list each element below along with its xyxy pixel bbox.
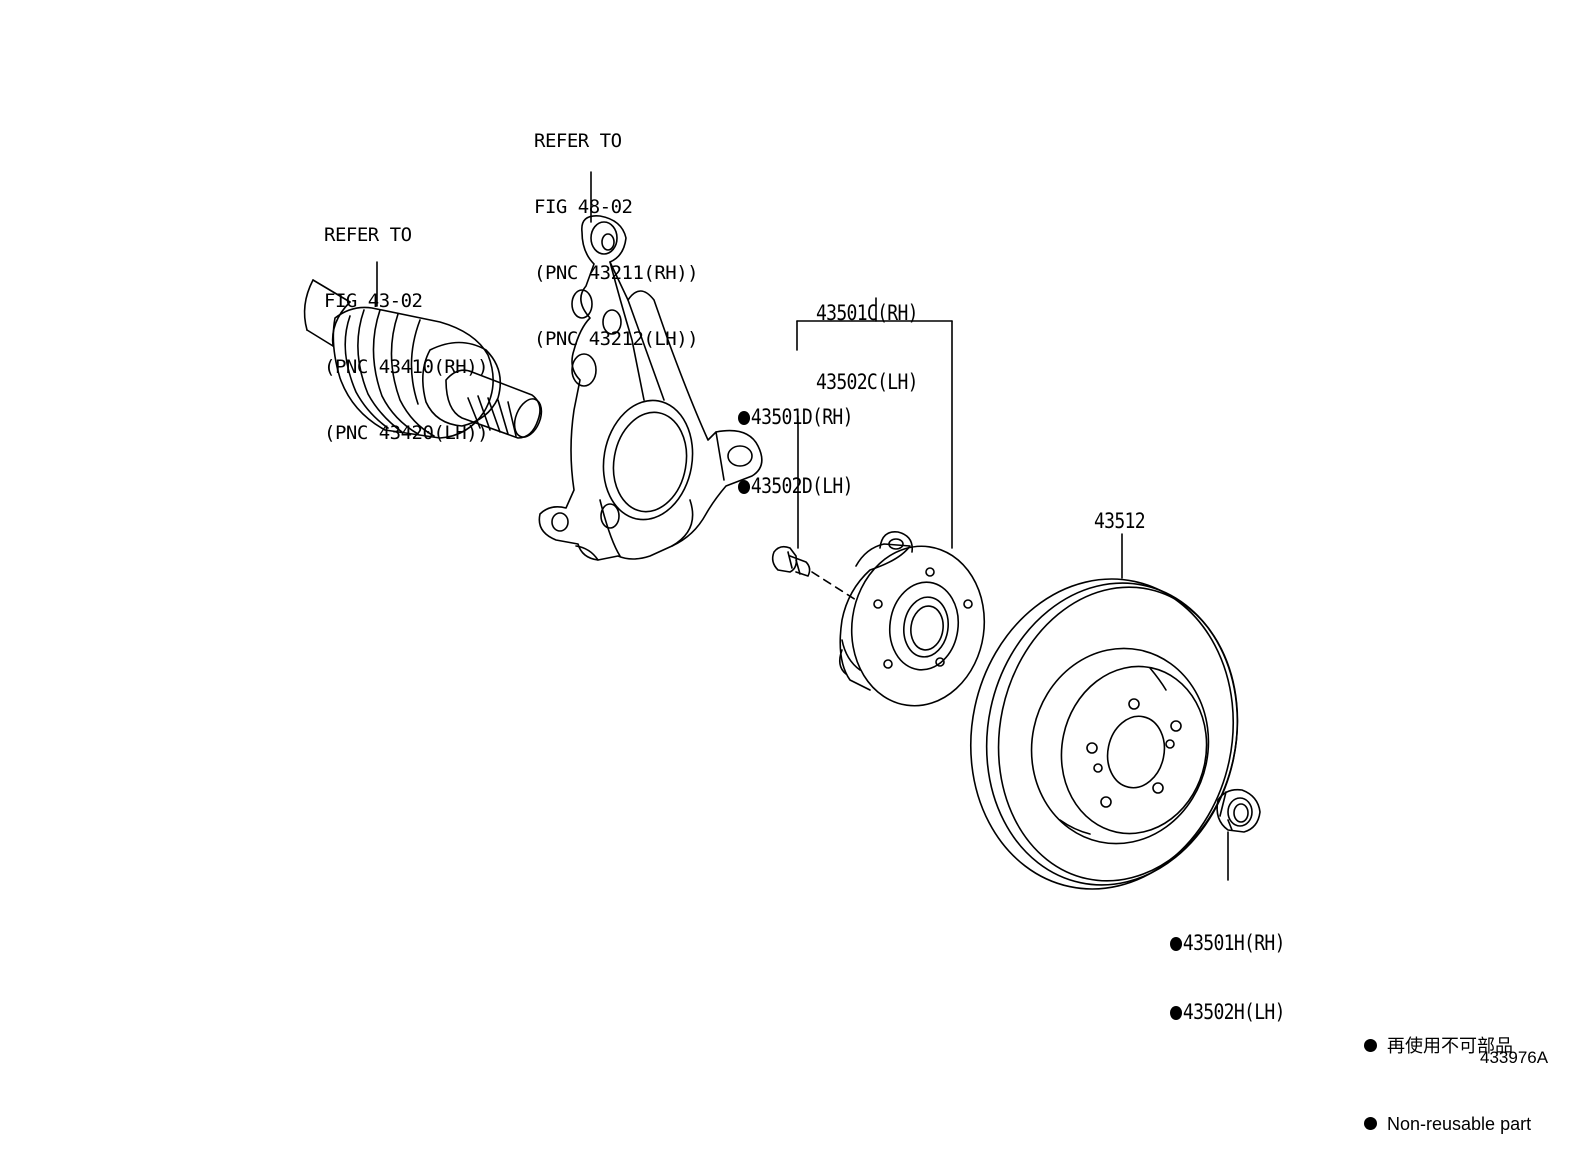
hub-part-number: 43501C(RH) 43502C(LH) <box>816 256 919 417</box>
drive-shaft-illustration <box>303 279 543 439</box>
non-reusable-dot-icon <box>1170 937 1183 951</box>
knuckle-fig-ref: FIG 48-02 <box>534 196 633 218</box>
nut-part-rh: 43501H(RH) <box>1182 931 1286 955</box>
disc-part-number: 43512 <box>1094 509 1146 533</box>
driveshaft-refer-to: REFER TO <box>324 224 412 246</box>
legend-english: Non-reusable part <box>1387 1114 1532 1134</box>
figure-id: 433976A <box>1480 1048 1549 1067</box>
front-axle-hub-exploded-diagram <box>303 171 1261 890</box>
hub-bearing-illustration <box>838 531 986 707</box>
non-reusable-dot-icon <box>1170 1006 1183 1020</box>
nut-part-lh: 43502H(LH) <box>1182 1000 1286 1024</box>
bolt-part-lh: 43502D(LH) <box>750 474 854 498</box>
steering-knuckle-illustration <box>538 215 763 561</box>
hub-bolt-illustration <box>771 545 811 577</box>
driveshaft-fig-ref: FIG 43-02 <box>324 290 423 312</box>
bolt-part-rh: 43501D(RH) <box>750 405 854 429</box>
legend-japanese: 再使用不可部品 <box>1387 1036 1513 1056</box>
non-reusable-dot-icon <box>738 411 751 425</box>
driveshaft-reference-callout: REFER TO FIG 43-02 (PNC 43410(RH)) (PNC … <box>324 180 489 466</box>
legend: 再使用不可部品 Non-reusable part <box>1364 981 1531 1163</box>
bolt-part-number: 43501D(RH) 43502D(LH) <box>738 360 853 521</box>
knuckle-pnc-lh: (PNC 43212(LH)) <box>534 328 699 350</box>
driveshaft-pnc-rh: (PNC 43410(RH)) <box>324 356 489 378</box>
legend-dot-icon <box>1364 1039 1377 1052</box>
hub-part-rh: 43501C(RH) <box>816 301 919 325</box>
bolt-install-dashed-line <box>811 571 857 601</box>
knuckle-refer-to: REFER TO <box>534 130 622 152</box>
driveshaft-pnc-lh: (PNC 43420(LH)) <box>324 422 489 444</box>
knuckle-pnc-rh: (PNC 43211(RH)) <box>534 262 699 284</box>
hub-part-lh: 43502C(LH) <box>816 370 919 394</box>
hub-bracket-leader <box>796 297 953 549</box>
non-reusable-dot-icon <box>738 480 751 494</box>
legend-dot-icon <box>1364 1117 1377 1130</box>
nut-part-number: 43501H(RH) 43502H(LH) <box>1170 886 1285 1047</box>
hub-nut-illustration <box>1216 788 1261 833</box>
brake-disc-illustration <box>969 578 1239 890</box>
knuckle-reference-callout: REFER TO FIG 48-02 (PNC 43211(RH)) (PNC … <box>534 86 699 372</box>
